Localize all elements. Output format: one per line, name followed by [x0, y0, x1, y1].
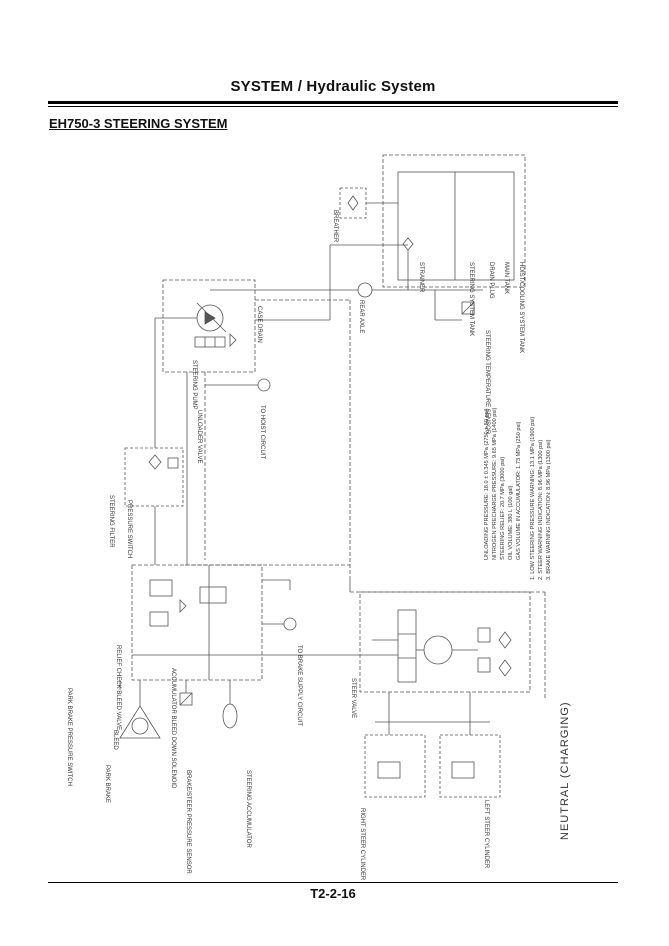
- label-to-brake-supply: TO BRAKE SUPPLY CIRCUIT: [296, 645, 302, 726]
- label-park-brake-pressure-switch: PARK BRAKE PRESSURE SWITCH: [66, 688, 72, 786]
- label-unloader-valve: UNLOADER VALVE: [196, 410, 202, 463]
- label-to-hoist-circuit: TO HOIST CIRCUIT: [259, 405, 265, 459]
- label-strainer: STRAINER: [418, 262, 424, 293]
- spec-note-6: 1. LOW STEERING PRESSURE WARNING: 13.1 M…: [530, 417, 536, 580]
- label-steering-filter: STEERING FILTER: [108, 495, 114, 548]
- tank-inner-box: [397, 171, 515, 281]
- label-park-brake: PARK BRAKE: [104, 765, 110, 803]
- label-main-tank: MAIN TANK: [503, 262, 509, 294]
- park-brake-symbol: [119, 705, 161, 739]
- page-number: T2-2-16: [310, 886, 356, 901]
- label-brake-steer-sensor: BRAKE/STEER PRESSURE SENSOR: [185, 770, 191, 874]
- case-drain-filter: [357, 282, 373, 298]
- steer-valve-box: [359, 591, 531, 693]
- section-title: EH750-3 STEERING SYSTEM: [49, 116, 228, 131]
- spec-note-5: GAS VOLUME IN ACCUMULATOR: 1.73 MPa (250…: [516, 421, 522, 560]
- label-pressure-switch: PRESSURE SWITCH: [126, 500, 132, 558]
- spec-note-1: UNLOADING PRESSURE: 18.0 ± 0.345 MPa (27…: [484, 408, 490, 560]
- label-accumulator-solenoid: ACCUMULATOR BLEED DOWN SOLENOID: [170, 668, 176, 789]
- label-hoist-cooling-tank: HOIST/COOLING SYSTEM TANK: [518, 262, 524, 353]
- footer-rule: [48, 882, 618, 883]
- temperature-sensor: [461, 301, 475, 315]
- spec-note-2: NITROGEN PRECHARGE PRESSURE: 9.65 MPa (1…: [492, 408, 498, 560]
- steer-valve-spool: [397, 609, 417, 683]
- label-case-drain: CASE DRAIN: [256, 306, 262, 343]
- label-steer-valve: STEER VALVE: [350, 678, 356, 718]
- steering-filter-box: [124, 447, 184, 507]
- label-rear-axle: REAR AXLE: [358, 300, 364, 333]
- relief-valve-box: [131, 564, 263, 681]
- label-steering-accumulator: STEERING ACCUMULATOR: [245, 770, 251, 848]
- spec-note-3: STEERING RELIEF: 20.7 MPa (3000 psi): [500, 457, 506, 560]
- label-steering-system-tank: STEERING SYSTEM TANK: [468, 262, 474, 336]
- breather-box: [339, 187, 367, 219]
- to-brake-supply-circuit: [283, 617, 297, 631]
- spec-note-7: 2. STEER WARNING INDICATION: 8.96 MPa (1…: [538, 440, 544, 580]
- steering-pump-box: [162, 279, 256, 373]
- label-bleed: BLEED: [112, 730, 118, 750]
- label-neutral-charging: NEUTRAL (CHARGING): [559, 701, 571, 840]
- label-right-steer-cylinder: RIGHT STEER CYLINDER: [359, 808, 365, 881]
- label-breather: BREATHER: [332, 210, 338, 243]
- left-steer-cylinder-box: [439, 734, 501, 798]
- label-temp-sensor: STEERING TEMPERATURE SENSOR: [484, 330, 490, 435]
- tank-outer-box: [382, 154, 526, 288]
- spec-note-4: OIL VOLUME: 380 L (100 gal): [508, 485, 514, 560]
- label-steering-pump: STEERING PUMP: [191, 360, 197, 410]
- label-left-steer-cylinder: LEFT STEER CYLINDER: [483, 800, 489, 869]
- right-steer-cylinder-box: [364, 734, 426, 798]
- label-relief-check-bleed: RELIEF CHECK BLEED VALVE: [115, 645, 121, 730]
- spec-note-8: 3. BRAKE WARNING INDICATION: 8.96 MPa (1…: [546, 439, 552, 580]
- header-rule-thin: [48, 106, 618, 107]
- steering-accumulator-symbol: [222, 703, 238, 729]
- to-hoist-circuit: [257, 378, 271, 392]
- page-header: SYSTEM / Hydraulic System: [230, 78, 436, 95]
- header-rule-thick: [48, 101, 618, 104]
- label-drain-plug: DRAIN PLUG: [488, 262, 494, 299]
